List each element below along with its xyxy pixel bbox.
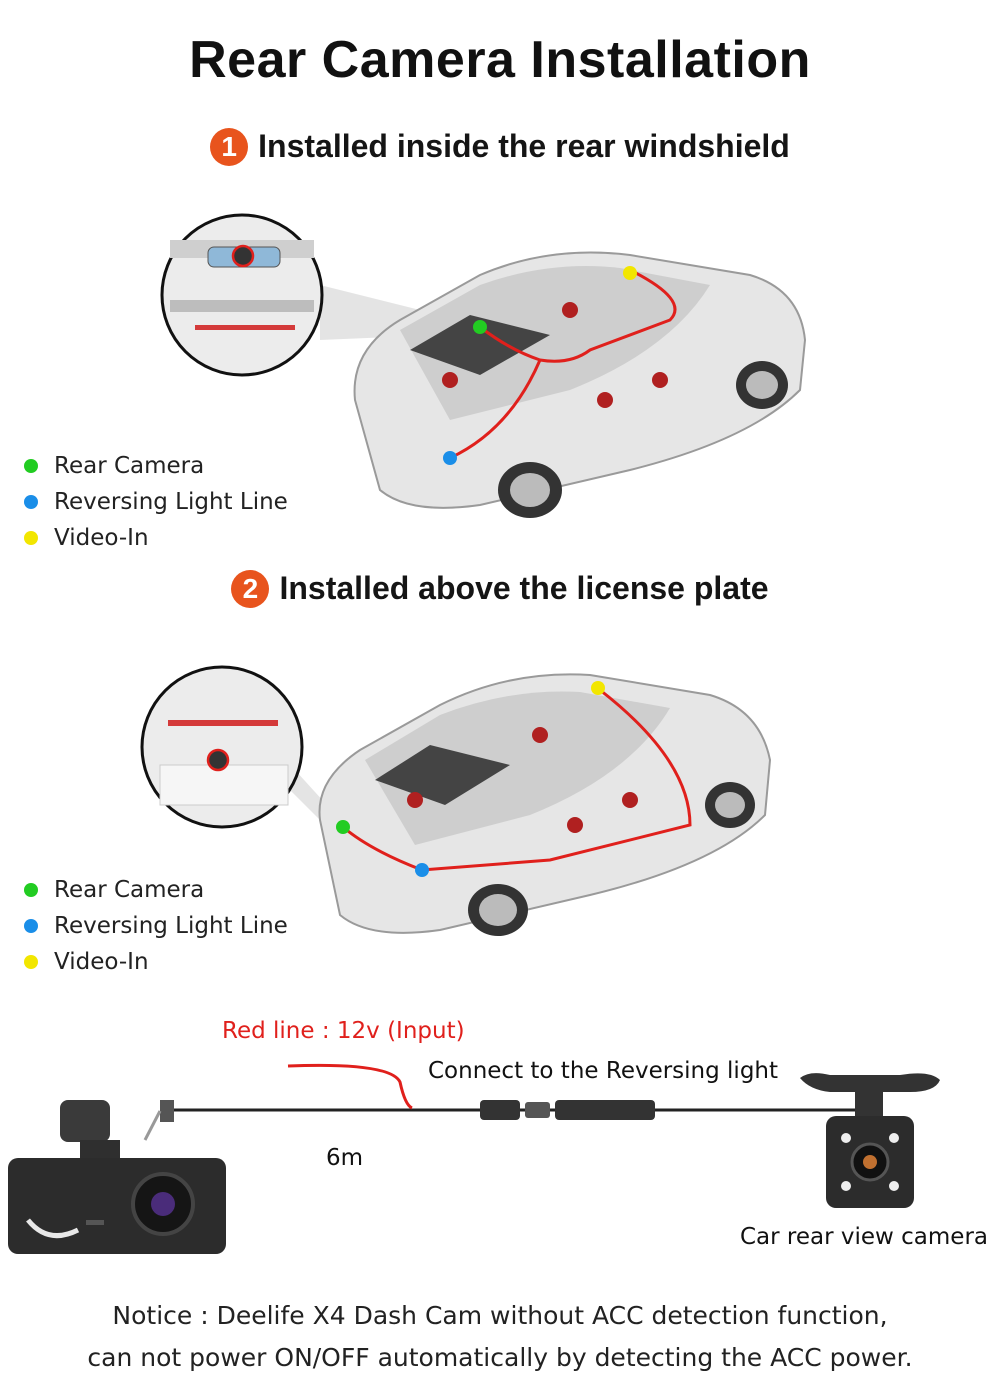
legend-item: Rear Camera	[24, 872, 288, 908]
inset-windshield-closeup	[160, 213, 324, 377]
rear-view-camera-device	[800, 1073, 940, 1208]
legend-item: Reversing Light Line	[24, 908, 288, 944]
cable-length-label: 6m	[326, 1145, 364, 1171]
rear-camera-marker	[336, 820, 350, 834]
cable-connector-right	[555, 1100, 655, 1120]
car-illustration-license-plate	[140, 665, 772, 936]
connect-reversing-label: Connect to the Reversing light	[428, 1058, 779, 1084]
blue-dot-icon	[24, 919, 38, 933]
section2-number: 2	[231, 569, 270, 608]
legend-item: Reversing Light Line	[24, 484, 288, 520]
red-line-label: Red line : 12v (Input)	[222, 1018, 465, 1044]
video-in-marker	[623, 266, 637, 280]
green-dot-icon	[24, 459, 38, 473]
legend-1: Rear Camera Reversing Light Line Video-I…	[24, 448, 288, 556]
legend-2: Rear Camera Reversing Light Line Video-I…	[24, 872, 288, 980]
car-body-1	[353, 251, 807, 518]
notice-line-1: Notice : Deelife X4 Dash Cam without ACC…	[112, 1301, 888, 1330]
inset-license-plate-closeup	[140, 665, 304, 829]
green-dot-icon	[24, 883, 38, 897]
video-in-marker	[591, 681, 605, 695]
yellow-dot-icon	[24, 531, 38, 545]
rear-camera-label: Car rear view camera	[740, 1224, 989, 1250]
notice-line-2: can not power ON/OFF automatically by de…	[87, 1343, 913, 1372]
section2-heading-text: Installed above the license plate	[279, 570, 769, 607]
section1-heading-text: Installed inside the rear windshield	[258, 128, 790, 165]
dash-cam-device	[8, 1100, 226, 1254]
blue-dot-icon	[24, 495, 38, 509]
yellow-dot-icon	[24, 955, 38, 969]
reversing-light-marker	[415, 863, 429, 877]
car-body-2	[318, 673, 772, 936]
cable-connector-left	[480, 1100, 520, 1120]
wiring-diagram	[8, 1063, 940, 1254]
legend-item: Video-In	[24, 944, 288, 980]
notice: Notice : Deelife X4 Dash Cam without ACC…	[0, 1295, 1000, 1379]
legend-item: Video-In	[24, 520, 288, 556]
page-title: Rear Camera Installation	[189, 31, 811, 89]
reversing-light-marker	[443, 451, 457, 465]
car-illustration-windshield	[160, 213, 807, 518]
section1-number: 1	[210, 127, 249, 166]
legend-item: Rear Camera	[24, 448, 288, 484]
rear-camera-marker	[473, 320, 487, 334]
